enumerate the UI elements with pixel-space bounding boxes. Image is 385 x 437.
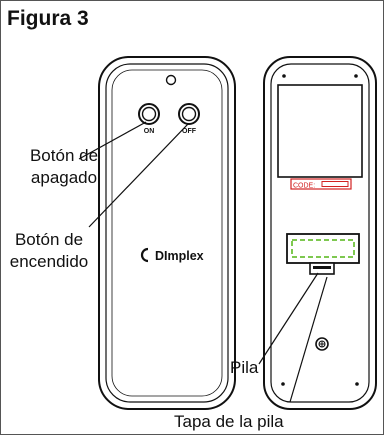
on-button-label: ON <box>144 128 155 135</box>
screw-top-left <box>282 74 286 78</box>
code-label: CODE: <box>293 183 315 190</box>
remote-back: CODE: <box>263 56 377 410</box>
brand-logo-text: DImplex <box>155 249 204 263</box>
callout-on-button: Botón de encendido <box>3 229 95 273</box>
back-screw <box>315 337 329 351</box>
on-button <box>138 103 160 125</box>
battery <box>291 239 355 258</box>
screw-bottom-left <box>281 382 285 386</box>
remote-front: ON OFF DImplex <box>98 56 236 410</box>
off-button-label: OFF <box>182 128 197 135</box>
callout-line-battery-cover <box>289 276 328 403</box>
callout-off-line2: apagado <box>30 168 98 187</box>
indicator-light <box>165 74 177 86</box>
off-button <box>178 103 200 125</box>
callout-off-line1: Botón de <box>29 146 99 165</box>
callout-line-battery <box>258 272 319 365</box>
callout-on-line2: encendido <box>9 252 89 271</box>
callout-battery: Pila <box>230 358 259 377</box>
callout-off-button: Botón de apagado <box>10 145 118 189</box>
callout-line-on <box>88 123 189 228</box>
back-label-panel <box>277 84 363 178</box>
callout-line-off <box>78 121 147 160</box>
figure-title: Figura 3 <box>7 7 89 30</box>
callout-on-line1: Botón de <box>14 230 84 249</box>
callout-battery-cover: Tapa de la pila <box>174 412 284 431</box>
code-box: CODE: <box>290 178 352 190</box>
screw-bottom-right <box>355 382 359 386</box>
screw-top-right <box>354 74 358 78</box>
brand-logo: DImplex <box>140 247 204 263</box>
